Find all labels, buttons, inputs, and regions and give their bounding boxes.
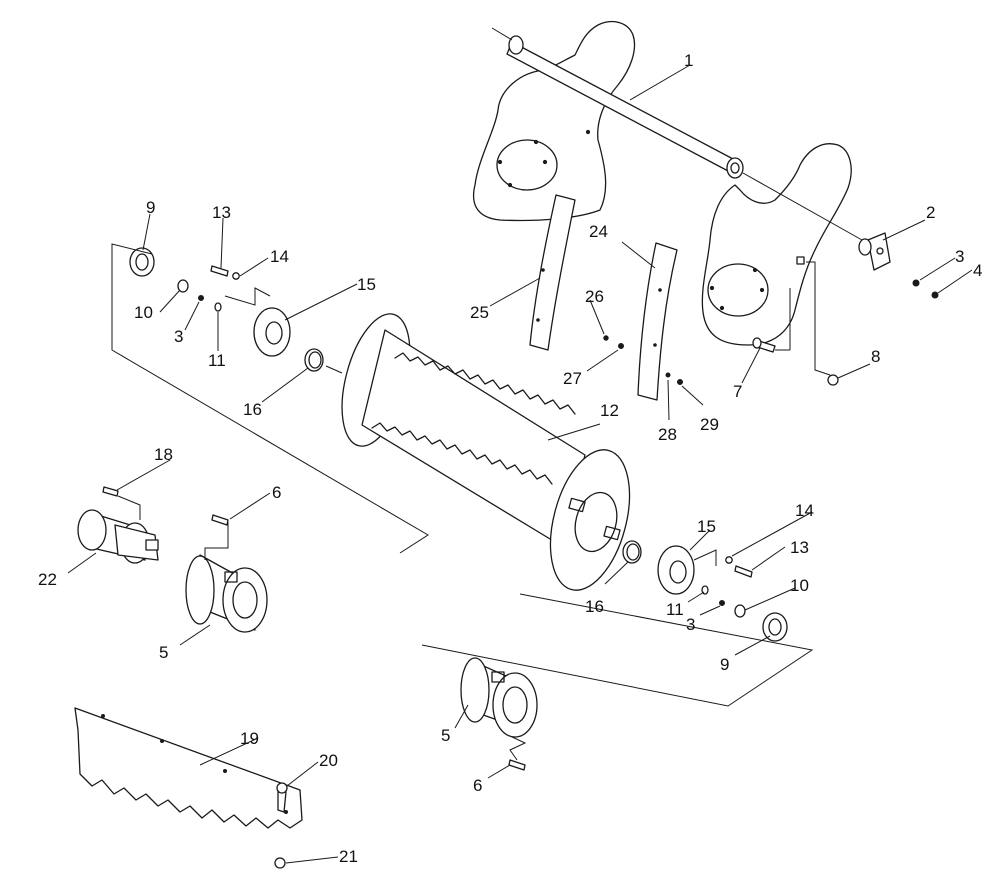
callout-18: 18	[154, 445, 173, 464]
pulley-9-left	[129, 247, 155, 277]
nut-8	[827, 374, 839, 386]
callout-29: 29	[700, 415, 719, 434]
nut-27	[618, 343, 624, 349]
callout-6-left: 6	[272, 483, 281, 502]
frame-right-square-hole	[796, 256, 805, 265]
nut-3-top	[912, 279, 920, 287]
callout-6-right: 6	[473, 776, 482, 795]
callout-10-left: 10	[134, 303, 153, 322]
bolt-6-right	[508, 759, 526, 771]
callout-20: 20	[319, 751, 338, 770]
blade-19	[74, 707, 303, 829]
frame-assembly	[473, 21, 863, 346]
callout-19: 19	[240, 729, 259, 748]
callout-25: 25	[470, 303, 489, 322]
nut-4	[931, 291, 939, 299]
callout-3-left: 3	[174, 327, 183, 346]
callout-9-right: 9	[720, 655, 729, 674]
callout-15-left: 15	[357, 275, 376, 294]
callout-24: 24	[589, 222, 608, 241]
callout-11-left: 11	[208, 351, 226, 370]
right-hub-group	[421, 540, 814, 707]
callout-14-left: 14	[270, 247, 289, 266]
washer-10-left	[177, 279, 189, 293]
leader-lines	[67, 64, 973, 864]
callout-14-right: 14	[795, 501, 814, 520]
callout-13-right: 13	[790, 538, 809, 557]
nut-21	[274, 857, 286, 869]
callout-16-right: 16	[585, 597, 604, 616]
callout-3-right: 3	[686, 615, 695, 634]
tube-end-right	[726, 157, 744, 179]
callout-27: 27	[563, 369, 582, 388]
nut-3-left	[198, 295, 204, 301]
callout-10-right: 10	[790, 576, 809, 595]
washer-28	[665, 372, 671, 378]
bolt-6-left	[211, 514, 229, 526]
frame-right-bore	[707, 263, 769, 317]
callout-3-top: 3	[955, 247, 964, 266]
drum-right-flange	[549, 449, 631, 591]
motor-group	[77, 486, 159, 564]
housing-5-left	[185, 514, 268, 633]
key-11-left	[214, 302, 222, 312]
callout-labels: 1 2 3 4 8 7 9 13 14 15 10 3 11 16 25 24 …	[38, 51, 982, 866]
callout-21: 21	[339, 847, 358, 866]
seal-16-right	[622, 540, 642, 564]
bolt-7	[752, 337, 776, 353]
bolt-13-right	[734, 565, 753, 578]
callout-13-left: 13	[212, 203, 231, 222]
callout-28: 28	[658, 425, 677, 444]
housing-5-right	[460, 657, 538, 771]
callout-2: 2	[926, 203, 935, 222]
flange-15-right	[657, 545, 695, 595]
bracket-part	[858, 232, 891, 271]
strip-25	[529, 194, 576, 351]
callout-9-left: 9	[146, 198, 155, 217]
bolt-13-left	[210, 265, 229, 277]
callout-4: 4	[973, 261, 982, 280]
tube-end-left	[508, 35, 524, 55]
seal-16-left	[304, 348, 324, 372]
flange-15-left	[253, 307, 291, 357]
callout-12: 12	[600, 401, 619, 420]
callout-26: 26	[585, 287, 604, 306]
left-hub-group	[111, 243, 429, 554]
callout-1: 1	[684, 51, 693, 70]
callout-11-right: 11	[666, 600, 684, 619]
strip-24	[637, 242, 678, 401]
nut-14-left	[232, 272, 240, 280]
frame-left-plate	[473, 21, 636, 222]
callout-15-right: 15	[697, 517, 716, 536]
callout-5-left: 5	[159, 643, 168, 662]
bolt-18	[102, 486, 119, 497]
callout-22: 22	[38, 570, 57, 589]
nut-29	[677, 379, 683, 385]
drum-body	[361, 329, 586, 546]
pulley-9-right	[762, 612, 788, 642]
washer-10-right	[734, 604, 746, 618]
nut-14-right	[725, 556, 733, 564]
frame-right-plate	[701, 143, 852, 346]
frame-left-bore	[496, 139, 558, 191]
callout-5-right: 5	[441, 726, 450, 745]
callout-8: 8	[871, 347, 880, 366]
nut-3-right	[719, 600, 725, 606]
rotor-drum	[341, 313, 631, 591]
screw-26	[603, 335, 609, 341]
callout-7: 7	[733, 382, 742, 401]
callout-16-left: 16	[243, 400, 262, 419]
